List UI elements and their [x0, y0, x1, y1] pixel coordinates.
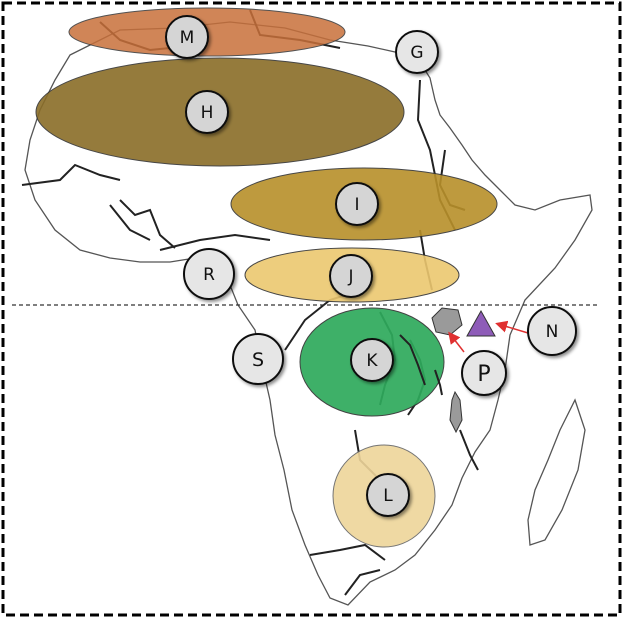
label-H-marker: H	[185, 90, 229, 134]
label-N: N	[546, 322, 559, 342]
arrow-p-to-lake	[448, 331, 465, 353]
label-P: P	[477, 362, 490, 387]
map-frame-border	[1, 1, 622, 617]
label-M-marker: M	[165, 15, 209, 59]
label-G-marker: G	[395, 30, 439, 74]
label-I: I	[354, 195, 359, 215]
label-P-marker: P	[461, 350, 507, 396]
arrow-n-to-marker	[495, 320, 529, 334]
madagascar-outline	[527, 398, 586, 546]
label-S: S	[252, 349, 264, 371]
label-L-marker: L	[366, 473, 410, 517]
label-markers: M G H I R J S	[165, 15, 577, 517]
lake-malawi	[449, 390, 463, 434]
label-N-marker: N	[527, 306, 577, 356]
label-L: L	[383, 486, 393, 506]
label-J-marker: J	[329, 254, 373, 298]
lakes	[431, 307, 463, 434]
label-G: G	[410, 43, 423, 63]
rift-lakes	[399, 334, 443, 396]
label-M: M	[180, 28, 195, 48]
label-K-marker: K	[350, 338, 394, 382]
label-R-marker: R	[183, 248, 235, 300]
label-R: R	[203, 265, 215, 285]
label-J: J	[347, 267, 353, 287]
label-I-marker: I	[335, 182, 379, 226]
label-S-marker: S	[232, 333, 284, 385]
africa-coastline	[24, 21, 593, 606]
triangle-marker-icon	[466, 309, 496, 337]
lake-victoria	[431, 307, 463, 336]
label-H: H	[201, 103, 214, 123]
label-K: K	[366, 351, 378, 371]
